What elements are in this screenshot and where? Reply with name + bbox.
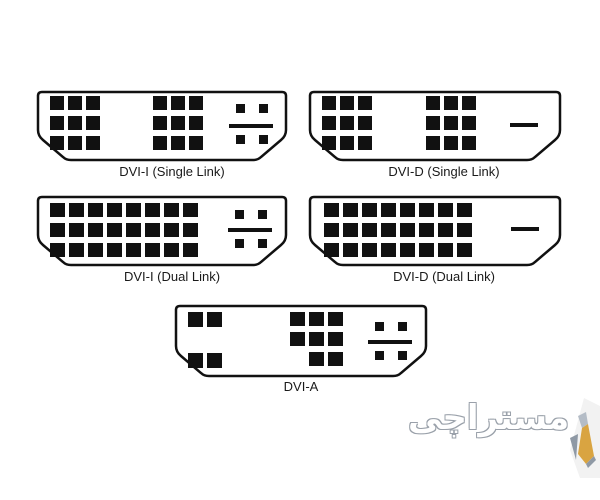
dvi-i-dual-diagram: [36, 195, 288, 267]
dvi-d-single-label: DVI-D (Single Link): [388, 164, 500, 179]
dvi-i-single-diagram: [36, 90, 288, 162]
dvi-i-single-label: DVI-I (Single Link): [119, 164, 225, 179]
dvi-d-single-connector: [308, 90, 562, 162]
dvi-d-dual-label: DVI-D (Dual Link): [393, 269, 495, 284]
dvi-a-label: DVI-A: [283, 379, 319, 394]
dvi-a-connector: [174, 304, 428, 378]
dvi-i-dual-connector: [36, 195, 288, 267]
tie-logo-icon: [570, 398, 600, 478]
dvi-d-dual-diagram: [308, 195, 562, 267]
dvi-a-diagram: [174, 304, 428, 378]
watermark-logo: [566, 398, 600, 483]
dvi-d-single-diagram: [308, 90, 562, 162]
dvi-d-dual-connector: [308, 195, 562, 267]
dvi-i-dual-label: DVI-I (Dual Link): [123, 269, 221, 284]
watermark-text: مسترا‌چی: [408, 398, 570, 438]
dvi-i-single-connector: [36, 90, 288, 162]
